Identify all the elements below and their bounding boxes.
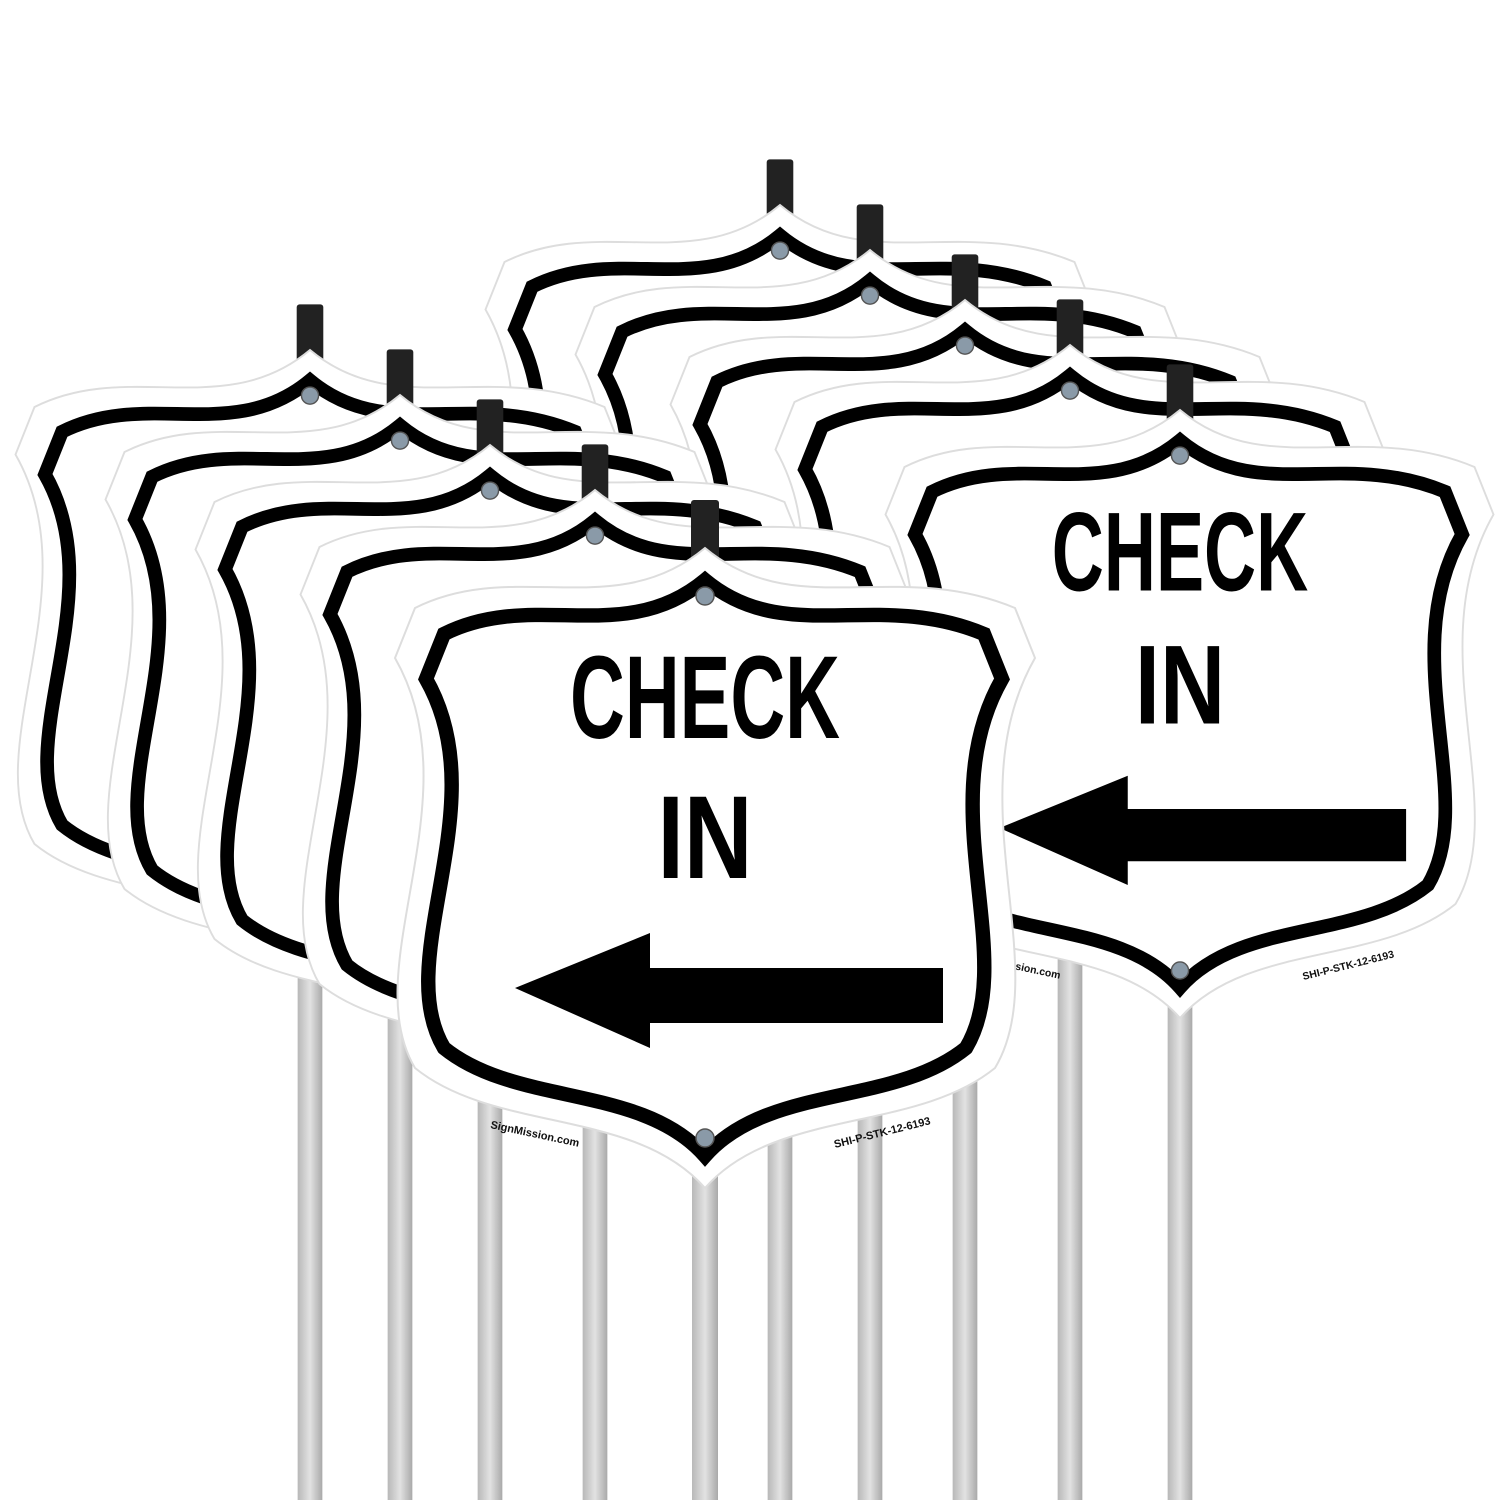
sign-text-line1: CHECK	[570, 632, 840, 764]
sign-text-line2: IN	[1135, 623, 1225, 748]
sign-text-line1: CHECK	[1052, 490, 1309, 615]
sign-text-line2: IN	[658, 772, 753, 904]
screw-icon	[695, 1128, 715, 1148]
arrow-left-icon	[999, 775, 1407, 885]
arrow-left-icon	[515, 933, 943, 1048]
screw-icon	[1170, 961, 1190, 980]
